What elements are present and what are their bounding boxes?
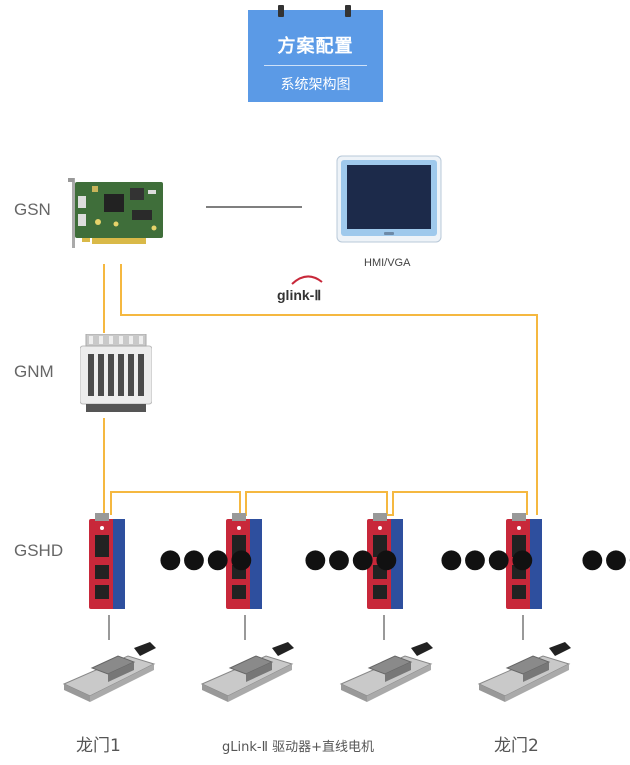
- gshd-servo-drive-icon: [506, 513, 542, 609]
- gnm-io-module-icon: [80, 334, 152, 412]
- linear-motor-stage-icon: [62, 642, 156, 702]
- hmi-monitor-icon: [336, 155, 442, 243]
- binder-pin: [345, 5, 351, 17]
- label-gantry-1: 龙门1: [76, 736, 121, 756]
- title-sub: 系统架构图: [280, 77, 351, 93]
- linear-motor-stage-icon: [477, 642, 571, 702]
- gsn-pcie-card-icon: [68, 178, 163, 248]
- ellipsis-dots: ●●●●: [304, 544, 399, 574]
- linear-motor-stage-icon: [200, 642, 294, 702]
- label-gnm: GNM: [14, 362, 54, 381]
- label-gantry-2: 龙门2: [494, 736, 539, 756]
- label-gsn: GSN: [14, 200, 51, 219]
- linear-motor-stage-icon: [339, 642, 433, 702]
- title-main: 方案配置: [277, 36, 354, 57]
- title-card: 方案配置 系统架构图: [248, 5, 383, 102]
- ellipsis-dots: ●●●●: [440, 544, 535, 574]
- ellipsis-dots: ●●●●: [159, 544, 254, 574]
- drive-chain-line: [110, 491, 528, 516]
- label-gshd: GSHD: [14, 541, 64, 560]
- glink-logo-arc-icon: [291, 275, 323, 285]
- title-divider: [264, 65, 367, 66]
- hmi-caption: HMI/VGA: [364, 257, 411, 269]
- gshd-servo-drive-icon: [89, 513, 125, 609]
- label-drive-motor: gLink-Ⅱ 驱动器+直线电机: [222, 740, 374, 755]
- binder-pin: [278, 5, 284, 17]
- glink-logo: glink-Ⅱ: [277, 287, 322, 303]
- gshd-servo-drive-icon: [367, 513, 403, 609]
- gsn-bus-line: [120, 264, 538, 515]
- gshd-servo-drive-icon: [226, 513, 262, 609]
- ellipsis-dots: ●●●●: [581, 544, 630, 574]
